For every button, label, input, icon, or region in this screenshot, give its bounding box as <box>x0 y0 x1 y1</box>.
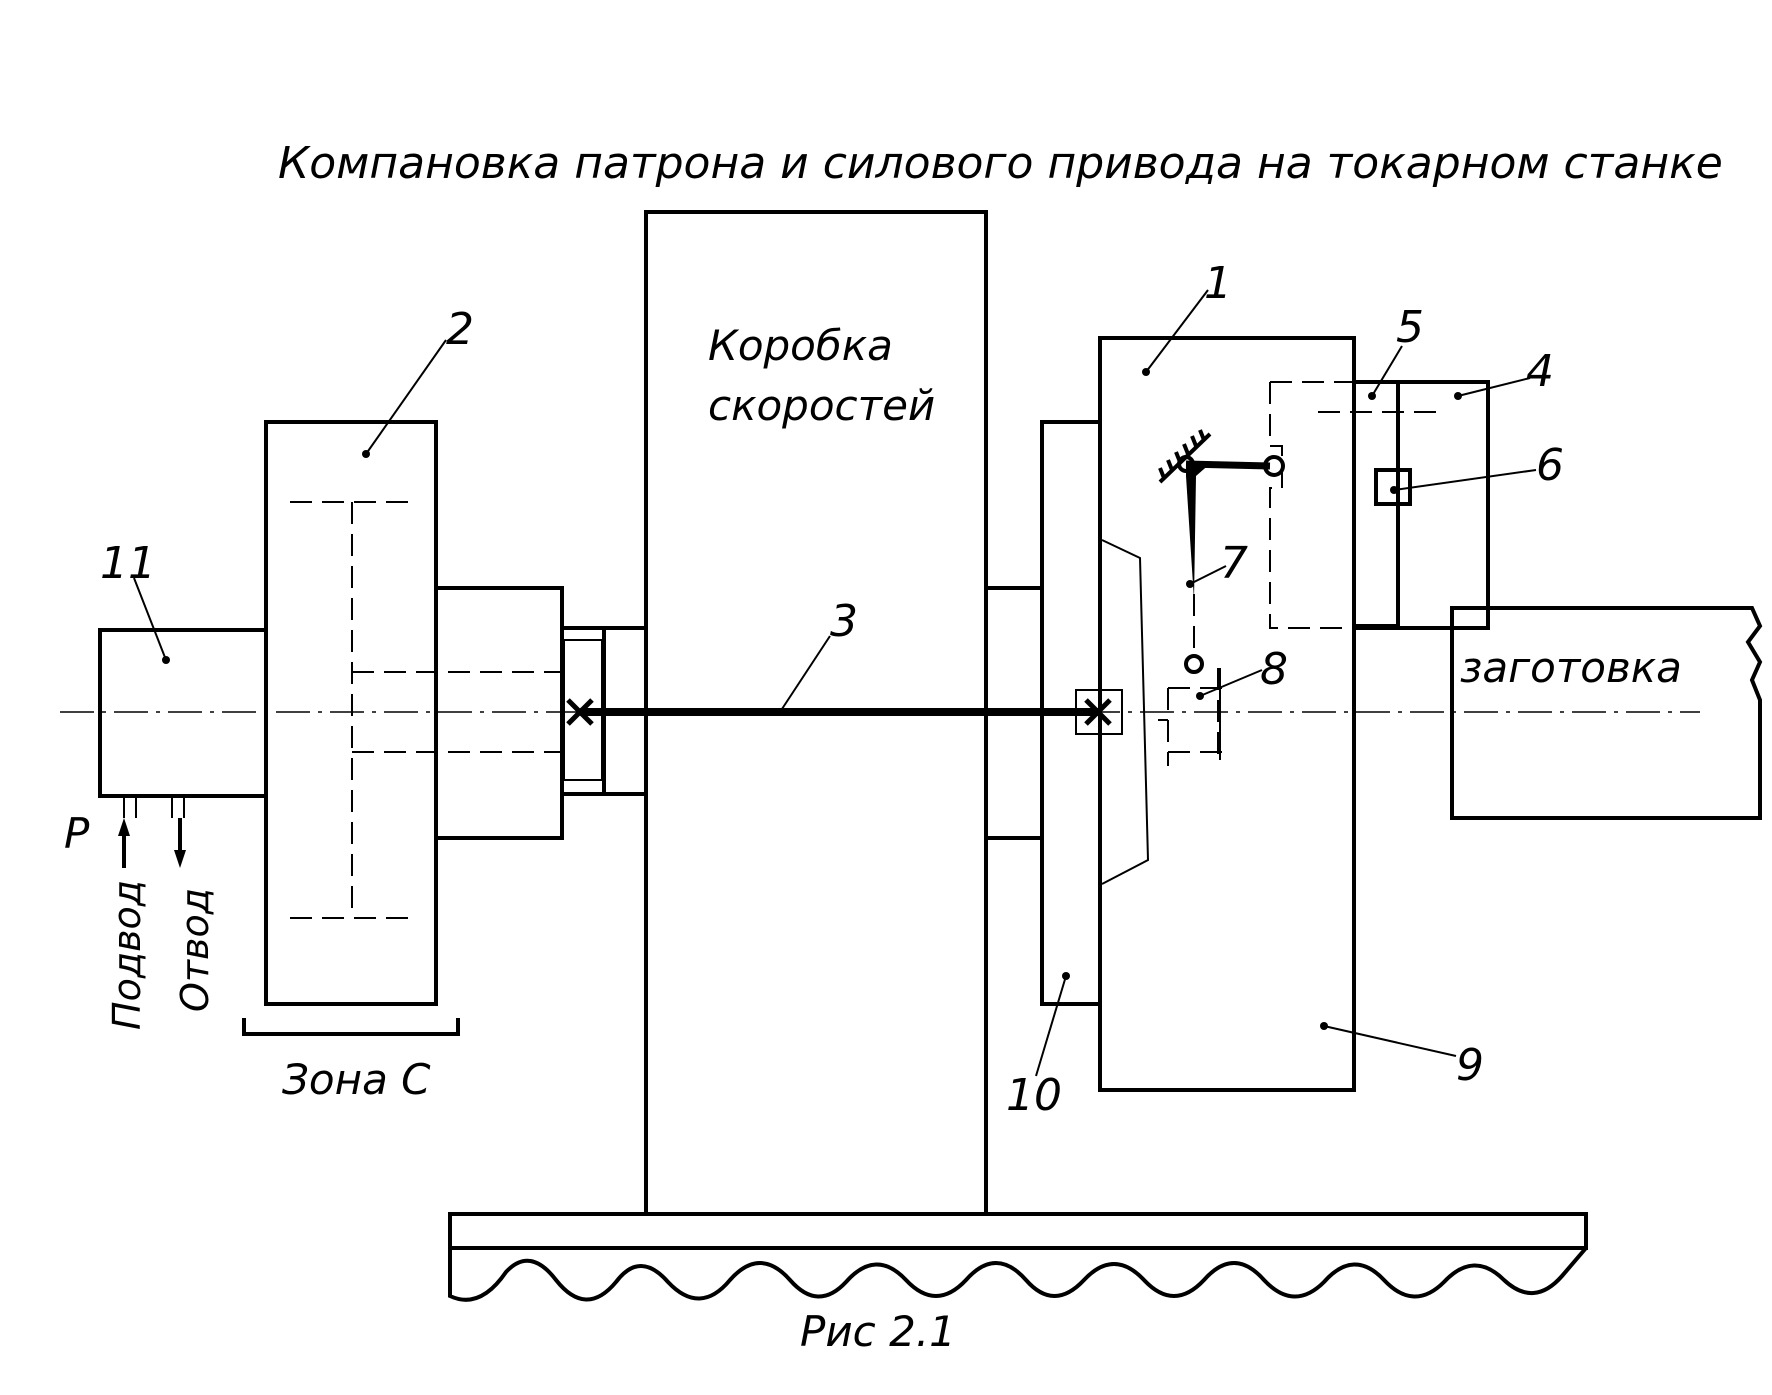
leader-11 <box>133 577 167 661</box>
supply-label: Подвод <box>105 880 149 1030</box>
bed-cut-line <box>448 1246 1588 1302</box>
dot-5 <box>1368 392 1376 400</box>
pressure-label: Р <box>64 809 90 858</box>
part-number-3: 3 <box>830 596 858 647</box>
part-number-7: 7 <box>1220 538 1248 589</box>
part-number-5: 5 <box>1396 302 1424 353</box>
machine-bed <box>448 1212 1588 1250</box>
supply-arrowhead <box>118 818 130 836</box>
zone-c-label: Зона С <box>282 1055 431 1104</box>
return-arrowhead <box>174 850 186 868</box>
dot-11 <box>162 656 170 664</box>
zone-c-bracket <box>242 1018 460 1036</box>
chuck-wedge <box>1101 539 1150 885</box>
leader-1 <box>1145 289 1209 373</box>
part-number-2: 2 <box>446 304 474 355</box>
dot-7 <box>1186 580 1194 588</box>
gearbox-label-line2: скоростей <box>708 381 935 430</box>
part-number-4: 4 <box>1526 346 1554 397</box>
leader-8 <box>1199 669 1263 697</box>
chuck-body-1 <box>1098 336 1356 1092</box>
rack-teeth <box>1158 429 1212 484</box>
workpiece <box>1450 606 1763 820</box>
workpiece-label: заготовка <box>1460 643 1682 692</box>
sleeve-8 <box>1158 668 1226 766</box>
lever-arm <box>1185 460 1271 470</box>
cylinder-11 <box>98 628 268 798</box>
gearbox-label-line1: Коробка <box>708 321 893 370</box>
leader-6 <box>1393 469 1537 491</box>
leader-7 <box>1189 565 1227 585</box>
part-number-6: 6 <box>1536 440 1564 491</box>
cylinder-hub <box>434 586 564 840</box>
leader-3 <box>779 635 831 713</box>
dot-4 <box>1454 392 1462 400</box>
diagram-title: Компановка патрона и силового привода на… <box>278 138 1723 189</box>
jaw-outline <box>1269 381 1440 629</box>
lever-7 <box>1186 462 1212 600</box>
leader-10 <box>1035 975 1067 1077</box>
link-pin <box>1184 654 1204 674</box>
leader-4 <box>1457 377 1531 397</box>
dot-1 <box>1142 368 1150 376</box>
leader-5 <box>1371 345 1403 397</box>
dot-2 <box>362 450 370 458</box>
dot-9 <box>1320 1022 1328 1030</box>
return-label: Отвод <box>173 888 217 1012</box>
part-number-10: 10 <box>1006 1070 1062 1121</box>
part-number-1: 1 <box>1204 258 1232 309</box>
dot-8 <box>1196 692 1204 700</box>
leader-2 <box>365 339 447 455</box>
dot-6 <box>1390 486 1398 494</box>
leader-9 <box>1323 1025 1457 1057</box>
part-number-11: 11 <box>100 538 156 589</box>
part-number-8: 8 <box>1260 644 1288 695</box>
figure-caption: Рис 2.1 <box>800 1307 956 1356</box>
dot-10 <box>1062 972 1070 980</box>
part-number-9: 9 <box>1456 1040 1484 1091</box>
rear-joint-mark <box>566 698 594 726</box>
